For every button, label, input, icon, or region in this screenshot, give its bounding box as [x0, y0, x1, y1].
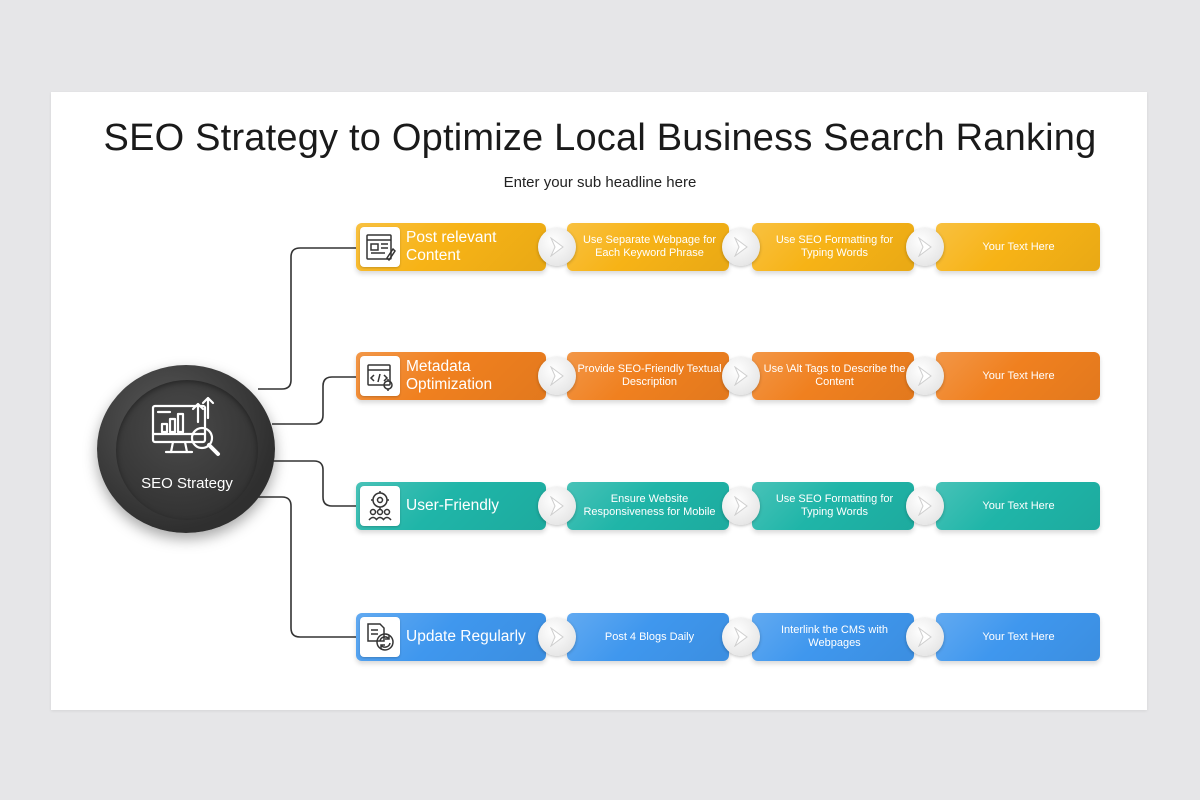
chevron-right-icon: [722, 357, 760, 395]
row-title: Update Regularly: [406, 628, 526, 645]
step-text-1: Use Separate Webpage for Each Keyword Ph…: [582, 234, 717, 259]
user-gear-icon: [360, 486, 400, 526]
chevron-right-icon: [906, 228, 944, 266]
connector-row-1: [258, 247, 358, 390]
step-text-3: Your Text Here: [982, 369, 1055, 382]
hub-label: SEO Strategy: [141, 475, 233, 492]
chevron-right-icon: [722, 228, 760, 266]
step-segment-2: [752, 352, 914, 400]
step-text-2: Use \Alt Tags to Describe the Content: [763, 363, 906, 388]
step-segment-2: [752, 613, 914, 661]
step-segment-2: [752, 482, 914, 530]
step-text-3: Your Text Here: [982, 240, 1055, 253]
step-text-2: Use SEO Formatting for Typing Words: [775, 234, 894, 259]
metadata-code-icon: [360, 356, 400, 396]
chevron-right-icon: [906, 618, 944, 656]
chevron-right-icon: [906, 357, 944, 395]
step-segment-3: [936, 352, 1100, 400]
strategy-row-update-regularly: Update Regularly Post 4 Blogs Daily Inte…: [0, 613, 1200, 663]
chevron-right-icon: [722, 487, 760, 525]
step-segment-3: [936, 223, 1100, 271]
step-text-2: Interlink the CMS with Webpages: [781, 624, 888, 649]
strategy-row-metadata: Metadata Optimization Provide SEO-Friend…: [0, 352, 1200, 402]
page-subtitle: Enter your sub headline here: [503, 174, 697, 191]
chevron-right-icon: [722, 618, 760, 656]
update-refresh-document-icon: [360, 617, 400, 657]
chevron-right-icon: [538, 618, 576, 656]
row-title: User-Friendly: [406, 497, 500, 514]
step-segment-3: [936, 613, 1100, 661]
chevron-right-icon: [538, 487, 576, 525]
chevron-right-icon: [538, 357, 576, 395]
step-segment-1: [567, 482, 729, 530]
step-text-1: Ensure Website Responsiveness for Mobile: [583, 493, 716, 518]
step-segment-3: [936, 482, 1100, 530]
chevron-right-icon: [906, 487, 944, 525]
step-text-2: Use SEO Formatting for Typing Words: [775, 493, 894, 518]
step-segment-1: [567, 613, 729, 661]
strategy-row-post-content: Post relevant Content Use Separate Webpa…: [0, 223, 1200, 273]
step-text-3: Your Text Here: [982, 630, 1055, 643]
step-text-1: Post 4 Blogs Daily: [604, 630, 695, 643]
step-segment-1: [567, 352, 729, 400]
row-title: Post relevant Content: [406, 229, 497, 264]
row-title: Metadata Optimization: [406, 358, 493, 393]
page-title: SEO Strategy to Optimize Local Business …: [103, 117, 1097, 159]
connector-row-3: [272, 460, 358, 507]
connector-row-4: [258, 496, 358, 638]
connector-row-2: [272, 376, 358, 425]
content-document-icon: [360, 227, 400, 267]
analytics-monitor-magnifier-icon: [151, 396, 220, 456]
step-text-3: Your Text Here: [982, 499, 1055, 512]
strategy-row-user-friendly: User-Friendly Ensure Website Responsiven…: [0, 482, 1200, 532]
step-segment-2: [752, 223, 914, 271]
step-text-1: Provide SEO-Friendly Textual Description: [577, 363, 722, 388]
step-segment-1: [567, 223, 729, 271]
chevron-right-icon: [538, 228, 576, 266]
